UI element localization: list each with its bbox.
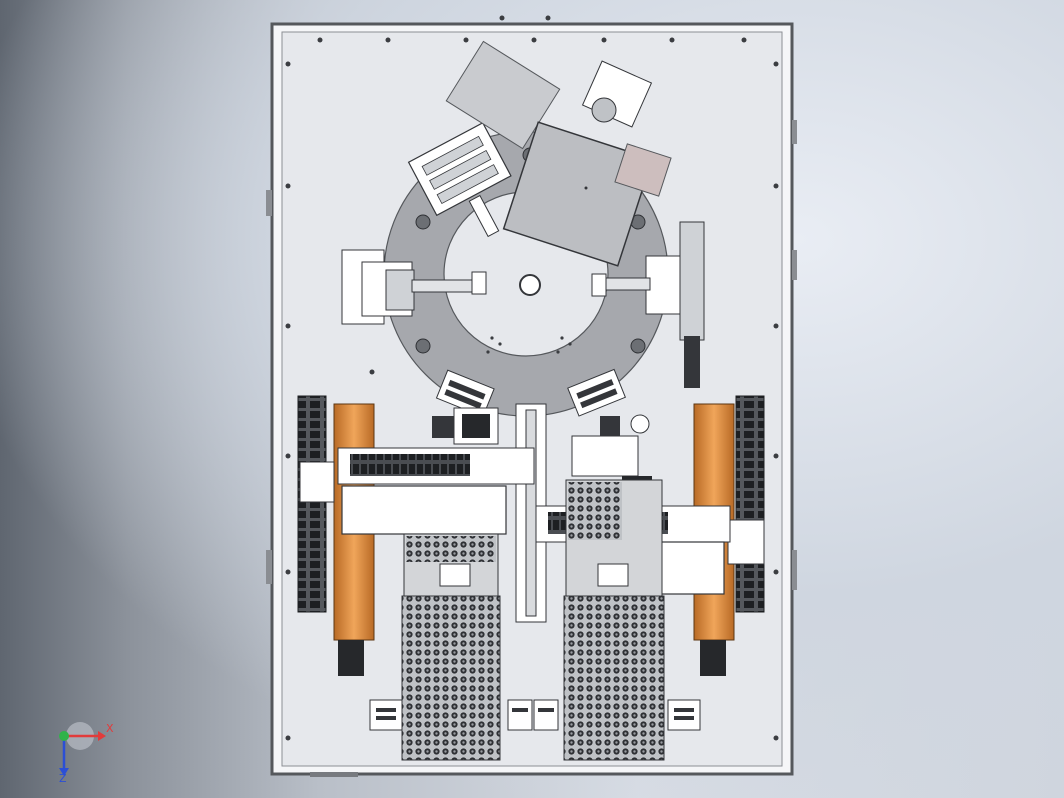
x-axis-label: X: [106, 722, 114, 735]
left-roller-bed-top: [406, 536, 496, 562]
station-bottom-right: [567, 368, 627, 417]
triad-axes: [59, 722, 106, 776]
left-cable-chain: [297, 395, 327, 613]
top-right-motor-assembly: [445, 40, 672, 267]
right-roller-sensor: [597, 563, 629, 587]
station-right: [591, 221, 705, 388]
right-gantry-head-stub: [600, 416, 620, 436]
frame-tab-right-2: [792, 250, 797, 280]
left-axis-motor: [338, 640, 364, 676]
right-axis-motor: [700, 640, 726, 676]
central-rail-slot: [525, 409, 537, 617]
ring-center-hub: [519, 274, 541, 296]
right-gantry-head: [571, 435, 639, 477]
z-axis-label: Z: [59, 772, 67, 785]
left-gantry-chain: [350, 454, 470, 476]
frame-tab-left: [266, 190, 272, 216]
ring-inner-dots: [486, 336, 572, 354]
left-gantry-box: [341, 485, 507, 535]
station-left: [341, 249, 487, 325]
frame-tab-right-3: [792, 550, 797, 590]
left-gantry-head-stub: [432, 416, 454, 438]
station-top-left: [407, 122, 512, 217]
plate-bolts: [285, 15, 779, 741]
bottom-clamps: [369, 699, 701, 731]
y-axis-dot: [59, 731, 69, 741]
station-bottom-left: [435, 369, 495, 418]
frame-tab-right: [792, 120, 797, 144]
right-axis-carriage: [727, 519, 765, 565]
reference-triad: X Z: [40, 716, 130, 786]
frame-foot-bottom: [310, 772, 358, 777]
left-roller-bed: [401, 595, 501, 761]
left-gantry-head-motor: [462, 414, 490, 438]
frame-tab-left-2: [266, 550, 272, 584]
right-cable-chain: [735, 395, 765, 613]
bottom-clamp-marks: [376, 708, 694, 720]
central-rail-end: [630, 414, 650, 434]
right-roller-bed: [563, 595, 665, 761]
left-roller-sensor: [439, 563, 471, 587]
station-top-left-arm: [468, 194, 500, 238]
right-roller-bed-top: [568, 482, 622, 540]
left-axis-carriage: [299, 461, 335, 503]
